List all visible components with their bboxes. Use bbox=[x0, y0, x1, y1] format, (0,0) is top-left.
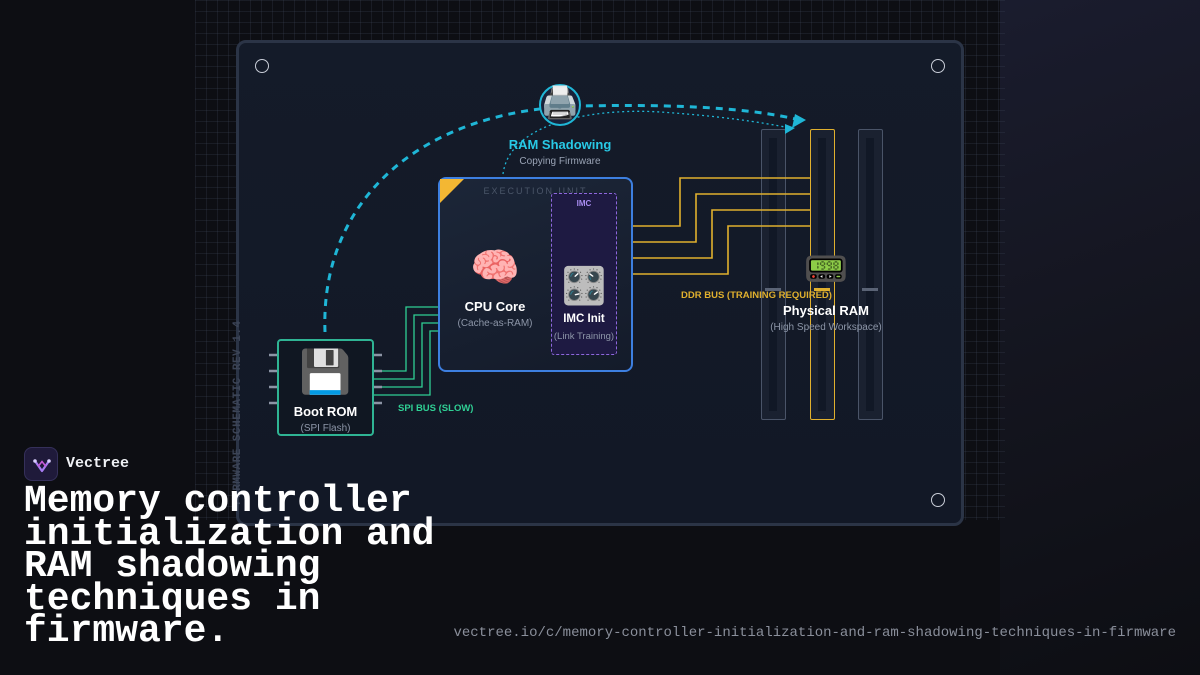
screw-top-left bbox=[255, 59, 269, 73]
cpu-core-subtitle: (Cache-as-RAM) bbox=[457, 318, 533, 329]
shadowing-arc-secondary bbox=[502, 110, 791, 175]
cpu-core-title: CPU Core bbox=[464, 299, 526, 314]
ram-slot-active bbox=[810, 129, 835, 420]
ram-subtitle: (High Speed Workspace) bbox=[770, 322, 882, 333]
brain-icon: 🧠 bbox=[470, 246, 520, 290]
screw-bottom-right bbox=[931, 493, 945, 507]
ddr-bus-lines bbox=[617, 177, 810, 275]
article-headline: Memory controller initialization and RAM… bbox=[24, 480, 435, 653]
shadowing-subtitle: Copying Firmware bbox=[519, 156, 601, 167]
schematic-board bbox=[236, 40, 964, 526]
boot-rom-chip bbox=[277, 339, 374, 436]
vectree-logo bbox=[24, 447, 58, 481]
shadowing-arc-main bbox=[323, 104, 801, 333]
vectree-logo-mark bbox=[33, 459, 51, 473]
spi-bus-label: SPI BUS (SLOW) bbox=[398, 403, 474, 414]
shadowing-icon-ring bbox=[539, 84, 581, 126]
brand-name: Vectree bbox=[66, 455, 130, 472]
boot-rom-pins bbox=[269, 353, 382, 405]
ddr-bus-label: DDR BUS (TRAINING REQUIRED) bbox=[681, 290, 832, 301]
ram-title: Physical RAM bbox=[783, 303, 869, 318]
cpu-corner-marker bbox=[440, 179, 464, 203]
imc-module bbox=[551, 193, 617, 355]
floppy-disk-icon: 💾 bbox=[299, 348, 352, 395]
screw-top-right bbox=[931, 59, 945, 73]
boot-rom-subtitle: (SPI Flash) bbox=[300, 423, 351, 434]
imc-title: IMC Init bbox=[563, 313, 605, 325]
pager-icon: 📟 bbox=[803, 248, 849, 289]
shadowing-title: RAM Shadowing bbox=[508, 137, 612, 152]
printer-icon: 🖨️ bbox=[540, 85, 580, 120]
boot-rom-title: Boot ROM bbox=[293, 404, 358, 419]
background-gradient bbox=[1000, 0, 1200, 675]
ram-slot-3 bbox=[858, 129, 883, 420]
imc-subtitle: (Link Training) bbox=[553, 331, 615, 342]
execution-unit-label: EXECUTION UNIT bbox=[483, 186, 588, 196]
spi-bus-lines bbox=[374, 306, 438, 396]
article-url[interactable]: vectree.io/c/memory-controller-initializ… bbox=[453, 625, 1176, 641]
control-knobs-icon: 🎛️ bbox=[561, 265, 607, 306]
imc-badge: IMC bbox=[576, 199, 592, 208]
